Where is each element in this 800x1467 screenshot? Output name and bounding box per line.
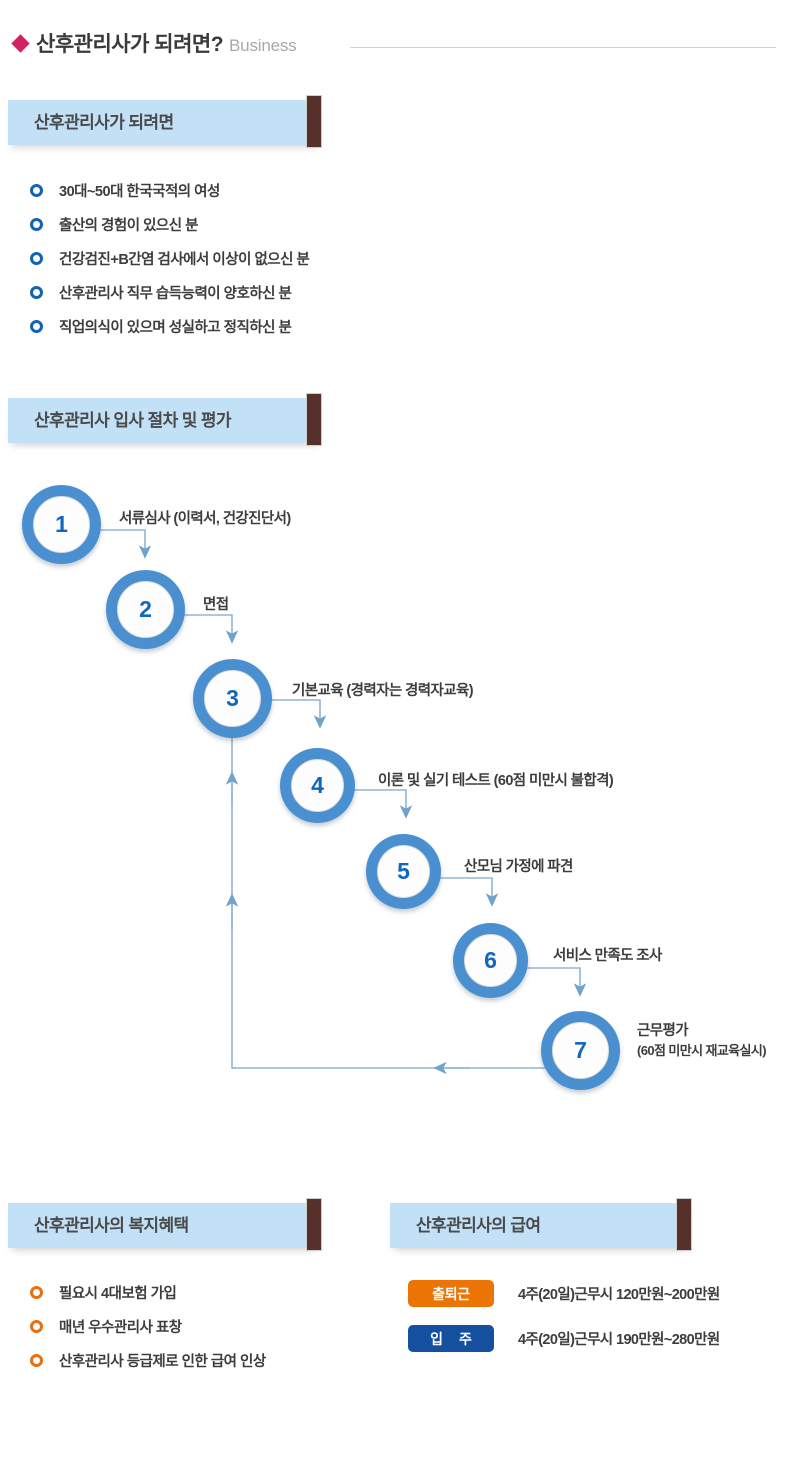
- circle-bullet-icon: [30, 217, 43, 231]
- salary-row-commute: 출퇴근 4주(20일)근무시 120만원~200만원: [408, 1280, 720, 1307]
- list-item: 30대~50대 한국국적의 여성: [30, 173, 309, 207]
- process-step-number: 6: [484, 947, 497, 973]
- process-flow-connectors: [95, 529, 587, 1075]
- list-item: 산후관리사 직무 습득능력이 양호하신 분: [30, 275, 309, 309]
- section-header-bar: [8, 100, 322, 145]
- diamond-bullet-icon: [11, 33, 30, 53]
- process-step-number: 7: [574, 1037, 587, 1063]
- process-step-7-label-line1: 근무평가: [637, 1023, 689, 1039]
- process-step-7-label: 근무평가 (60점 미만시 재교육실시): [637, 1022, 767, 1059]
- circle-bullet-icon: [30, 1353, 43, 1367]
- process-step-5: 5: [366, 834, 441, 909]
- process-step-number: 1: [55, 511, 68, 537]
- title-divider: [350, 47, 776, 48]
- section-header-bar: [8, 398, 322, 443]
- section-header-bar: [390, 1203, 692, 1248]
- section-header-tab: [306, 1198, 322, 1251]
- process-step-7: 7: [541, 1011, 620, 1090]
- list-item: 직업의식이 있으며 성실하고 정직하신 분: [30, 309, 309, 343]
- process-step-2: 2: [106, 570, 185, 649]
- process-step-2-label: 면접: [203, 597, 229, 613]
- process-step-inner: 3: [204, 670, 261, 727]
- process-flow: 1 서류심사 (이력서, 건강진단서) 2 면접 3 기본교육 (경력자는 경력…: [0, 460, 800, 1110]
- process-step-6: 6: [453, 923, 528, 998]
- list-item-label: 산후관리사 등급제로 인한 급여 인상: [59, 1353, 266, 1370]
- salary-row-livein: 입 주 4주(20일)근무시 190만원~280만원: [408, 1325, 720, 1352]
- process-step-3-label: 기본교육 (경력자는 경력자교육): [292, 683, 474, 699]
- page-title: 산후관리사가 되려면? Business: [11, 28, 297, 58]
- section-header-bar: [8, 1203, 322, 1248]
- section-header-label: 산후관리사의 급여: [416, 1216, 541, 1235]
- list-item-label: 필요시 4대보험 가입: [59, 1285, 177, 1302]
- list-item-label: 건강검진+B간염 검사에서 이상이 없으신 분: [59, 251, 310, 268]
- circle-bullet-icon: [30, 1319, 43, 1333]
- process-step-inner: 2: [117, 581, 174, 638]
- process-step-inner: 7: [552, 1022, 609, 1079]
- process-step-number: 4: [311, 772, 324, 798]
- page-title-subtext: Business: [229, 36, 297, 55]
- requirements-list: 30대~50대 한국국적의 여성 출산의 경험이 있으신 분 건강검진+B간염 …: [30, 173, 310, 343]
- list-item: 필요시 4대보험 가입: [30, 1275, 266, 1309]
- process-step-inner: 6: [464, 934, 517, 987]
- section-header-tab: [306, 95, 322, 148]
- list-item-label: 산후관리사 직무 습득능력이 양호하신 분: [59, 285, 292, 302]
- process-step-5-label: 산모님 가정에 파견: [464, 859, 573, 875]
- list-item-label: 30대~50대 한국국적의 여성: [59, 183, 220, 200]
- section-header-process: 산후관리사 입사 절차 및 평가: [8, 393, 322, 446]
- process-step-inner: 4: [291, 759, 344, 812]
- section-header-welfare: 산후관리사의 복지혜택: [8, 1198, 322, 1251]
- process-step-number: 3: [226, 685, 239, 711]
- section-header-salary: 산후관리사의 급여: [390, 1198, 692, 1251]
- salary-text-commute: 4주(20일)근무시 120만원~200만원: [518, 1287, 720, 1303]
- circle-bullet-icon: [30, 251, 43, 265]
- salary-badge-commute: 출퇴근: [408, 1280, 494, 1307]
- circle-bullet-icon: [30, 319, 43, 333]
- circle-bullet-icon: [30, 285, 43, 299]
- section-header-requirements: 산후관리사가 되려면: [8, 95, 322, 148]
- process-step-4: 4: [280, 748, 355, 823]
- list-item: 건강검진+B간염 검사에서 이상이 없으신 분: [30, 241, 310, 275]
- section-header-tab: [306, 393, 322, 446]
- section-header-label: 산후관리사의 복지혜택: [34, 1216, 189, 1235]
- process-step-1-label: 서류심사 (이력서, 건강진단서): [119, 511, 291, 527]
- circle-bullet-icon: [30, 1285, 43, 1299]
- list-item-label: 출산의 경험이 있으신 분: [59, 217, 199, 234]
- process-step-inner: 5: [377, 845, 430, 898]
- page-title-text: 산후관리사가 되려면?: [36, 33, 224, 56]
- list-item: 출산의 경험이 있으신 분: [30, 207, 309, 241]
- process-step-1: 1: [22, 485, 101, 564]
- process-step-7-label-line2: (60점 미만시 재교육실시): [637, 1042, 767, 1058]
- section-header-tab: [676, 1198, 692, 1251]
- salary-text-livein: 4주(20일)근무시 190만원~280만원: [518, 1332, 720, 1348]
- section-header-label: 산후관리사 입사 절차 및 평가: [34, 411, 232, 430]
- salary-badge-livein: 입 주: [408, 1325, 494, 1352]
- process-step-inner: 1: [33, 496, 90, 553]
- list-item-label: 매년 우수관리사 표창: [59, 1319, 182, 1336]
- process-step-number: 5: [397, 858, 410, 884]
- circle-bullet-icon: [30, 183, 43, 197]
- list-item-label: 직업의식이 있으며 성실하고 정직하신 분: [59, 319, 292, 336]
- process-step-3: 3: [193, 659, 272, 738]
- section-header-label: 산후관리사가 되려면: [34, 113, 174, 132]
- list-item: 산후관리사 등급제로 인한 급여 인상: [30, 1343, 266, 1377]
- process-step-4-label: 이론 및 실기 테스트 (60점 미만시 불합격): [378, 773, 614, 789]
- process-step-number: 2: [139, 596, 152, 622]
- list-item: 매년 우수관리사 표창: [30, 1309, 266, 1343]
- welfare-list: 필요시 4대보험 가입 매년 우수관리사 표창 산후관리사 등급제로 인한 급여…: [30, 1275, 266, 1377]
- process-step-6-label: 서비스 만족도 조사: [553, 948, 662, 964]
